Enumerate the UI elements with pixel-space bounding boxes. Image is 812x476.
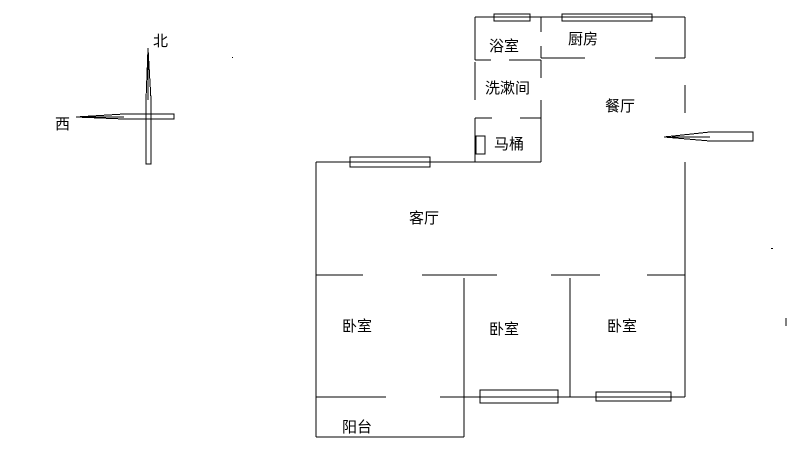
label-dining: 餐厅 xyxy=(605,97,635,115)
marker-dot-2 xyxy=(771,248,773,249)
walls xyxy=(315,16,787,438)
window-toilet xyxy=(475,135,486,155)
label-bedroom-2: 卧室 xyxy=(489,320,519,338)
label-living: 客厅 xyxy=(409,209,439,227)
label-toilet: 马桶 xyxy=(494,135,524,153)
room-labels: 浴室 厨房 洗漱间 餐厅 马桶 客厅 卧室 卧室 卧室 阳台 xyxy=(342,30,637,436)
label-kitchen: 厨房 xyxy=(568,30,598,48)
north-needle-icon xyxy=(145,47,152,165)
windows xyxy=(349,13,672,404)
compass-west-label: 西 xyxy=(55,115,70,133)
label-balcony: 阳台 xyxy=(342,418,372,436)
label-bedroom-3: 卧室 xyxy=(607,317,637,335)
label-bathroom: 浴室 xyxy=(489,37,519,55)
compass-north-label: 北 xyxy=(153,32,168,50)
marker-dot xyxy=(232,57,233,58)
compass: 北 西 xyxy=(55,32,233,165)
west-arrow-icon xyxy=(75,113,175,120)
label-bedroom-1: 卧室 xyxy=(342,317,372,335)
label-washroom: 洗漱间 xyxy=(485,79,530,97)
